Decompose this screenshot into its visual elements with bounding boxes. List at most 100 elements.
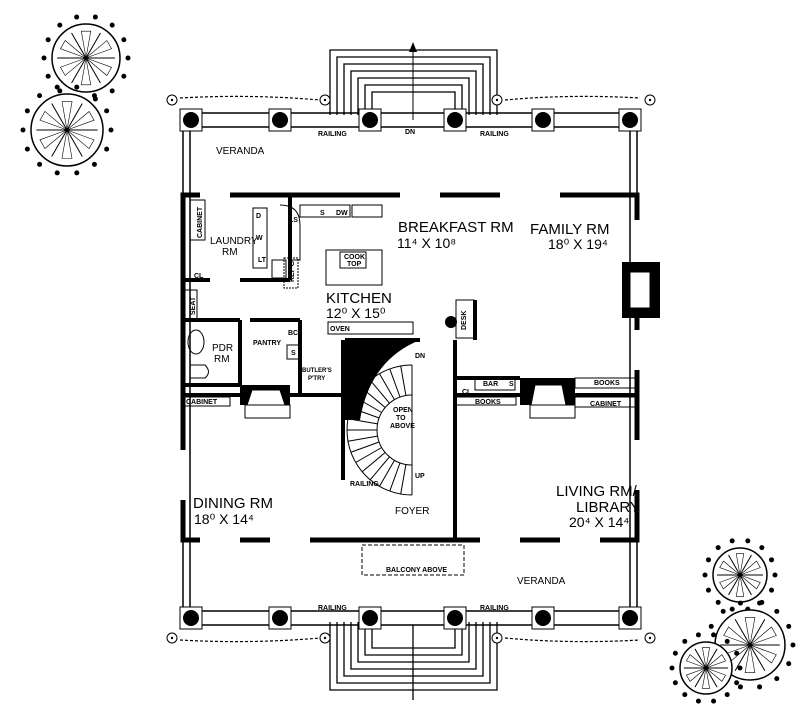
breakfast-room-name: BREAKFAST RM — [398, 219, 514, 236]
post-center — [648, 636, 652, 640]
shrub-dot — [774, 608, 780, 614]
tree-branch — [705, 667, 718, 688]
tree-leaf — [739, 574, 761, 590]
tree-leaf — [735, 553, 745, 576]
tree-branch — [739, 554, 752, 576]
room-labels: VERANDA RAILING DN RAILING BREAKFAST RM … — [186, 129, 640, 612]
tree-branch — [739, 574, 752, 596]
tree-leaf — [85, 40, 113, 59]
living-room-name: LIVING RM/ — [556, 483, 638, 500]
shrub-dot — [737, 600, 743, 606]
shrub-dot — [734, 680, 740, 686]
tree-leaf — [66, 111, 95, 131]
tree-branch — [85, 32, 101, 59]
shrub-dot — [729, 606, 735, 612]
shrub-dot — [54, 170, 60, 176]
shrub-dot — [37, 161, 43, 167]
tree-leaf — [749, 644, 777, 664]
column-shaft — [183, 610, 199, 626]
tree-leaf — [749, 626, 777, 646]
shrub-dot — [715, 599, 721, 605]
dishwasher-label: DW — [336, 210, 348, 217]
shrub-dot — [702, 572, 708, 578]
shrub-dot — [45, 37, 51, 43]
tree-leaf — [85, 57, 112, 76]
veranda-top-label: VERANDA — [216, 146, 265, 157]
living-cabinet-label: CABINET — [590, 401, 622, 408]
shrub-dot — [737, 665, 743, 671]
cooktop-label-2: TOP — [347, 261, 362, 268]
shrub-dot — [715, 545, 721, 551]
shrub-dot — [759, 545, 765, 551]
tree-branch — [728, 554, 741, 576]
open-to-above-label-2: TO — [396, 415, 406, 422]
kitchen-name: KITCHEN — [326, 290, 392, 307]
column-shaft — [272, 112, 288, 128]
shrub-dot — [104, 146, 110, 152]
shrub-dot — [24, 108, 30, 114]
bottom-steps — [329, 622, 498, 700]
north-arrow-icon — [409, 42, 417, 120]
stair-tread — [400, 464, 407, 495]
tree-leaf — [80, 57, 92, 86]
cooktop-label: COOK — [344, 254, 365, 261]
column-shaft — [362, 112, 378, 128]
veranda-railings — [182, 112, 638, 626]
books-left-label: BOOKS — [475, 399, 501, 406]
oven-label: OVEN — [330, 326, 350, 333]
stair-tread — [400, 365, 407, 396]
column-shaft — [272, 610, 288, 626]
tree-leaf — [723, 626, 751, 646]
desk-lamp-icon — [445, 316, 457, 328]
shrub-dot — [121, 37, 127, 43]
post-center — [170, 98, 174, 102]
lazy-susan-label: LS — [289, 217, 298, 224]
open-to-above-label-3: ABOVE — [390, 423, 415, 430]
steps-dn-label: DN — [405, 129, 415, 136]
shrub-dot — [745, 538, 751, 544]
living-room-size: 20⁴ X 14⁴ — [569, 514, 629, 530]
shrub-dot — [757, 684, 763, 690]
pantry-label: PANTRY — [253, 340, 281, 347]
family-room-name: FAMILY RM — [530, 221, 609, 238]
kitchen-size: 12⁰ X 15⁰ — [326, 305, 386, 321]
post-center — [323, 636, 327, 640]
stair-dn-label: DN — [415, 353, 425, 360]
landscape-trees — [20, 14, 796, 704]
shrub-dot — [669, 665, 675, 671]
tree-branch — [705, 648, 718, 669]
post-center — [495, 636, 499, 640]
stair-tread — [361, 452, 386, 473]
shrub-dot — [769, 587, 775, 593]
stair-tread — [369, 379, 390, 404]
tree-leaf — [702, 647, 711, 669]
railing-bottom-left: RAILING — [318, 605, 347, 612]
laundry-room-name-2: RM — [222, 247, 238, 258]
column-shaft — [535, 112, 551, 128]
column-shaft — [362, 610, 378, 626]
windows — [180, 192, 640, 543]
stair-tread — [355, 397, 382, 413]
shrub-dot — [724, 638, 730, 644]
shrub-dot — [41, 55, 47, 61]
shrub-dot — [672, 650, 678, 656]
shrub-dot — [772, 572, 778, 578]
bar-sink-label: S — [509, 381, 514, 388]
laundry-room-name: LAUNDRY — [210, 236, 258, 247]
shrub-dot — [57, 88, 63, 94]
shrub-dot — [104, 108, 110, 114]
tree-leaf — [744, 617, 756, 646]
shrub-dot — [109, 22, 115, 28]
hearths — [244, 271, 651, 419]
dining-cabinet-label: CABINET — [186, 399, 218, 406]
post-center — [648, 98, 652, 102]
shrub-dot — [708, 623, 714, 629]
railing-top-right: RAILING — [480, 131, 509, 138]
balcony-above-label: BALCONY ABOVE — [386, 567, 447, 574]
post-center — [170, 636, 174, 640]
dining-room-size: 18⁰ X 14⁴ — [194, 511, 254, 527]
living-room-name-2: LIBRARY — [576, 499, 640, 516]
books-right-label: BOOKS — [594, 380, 620, 387]
